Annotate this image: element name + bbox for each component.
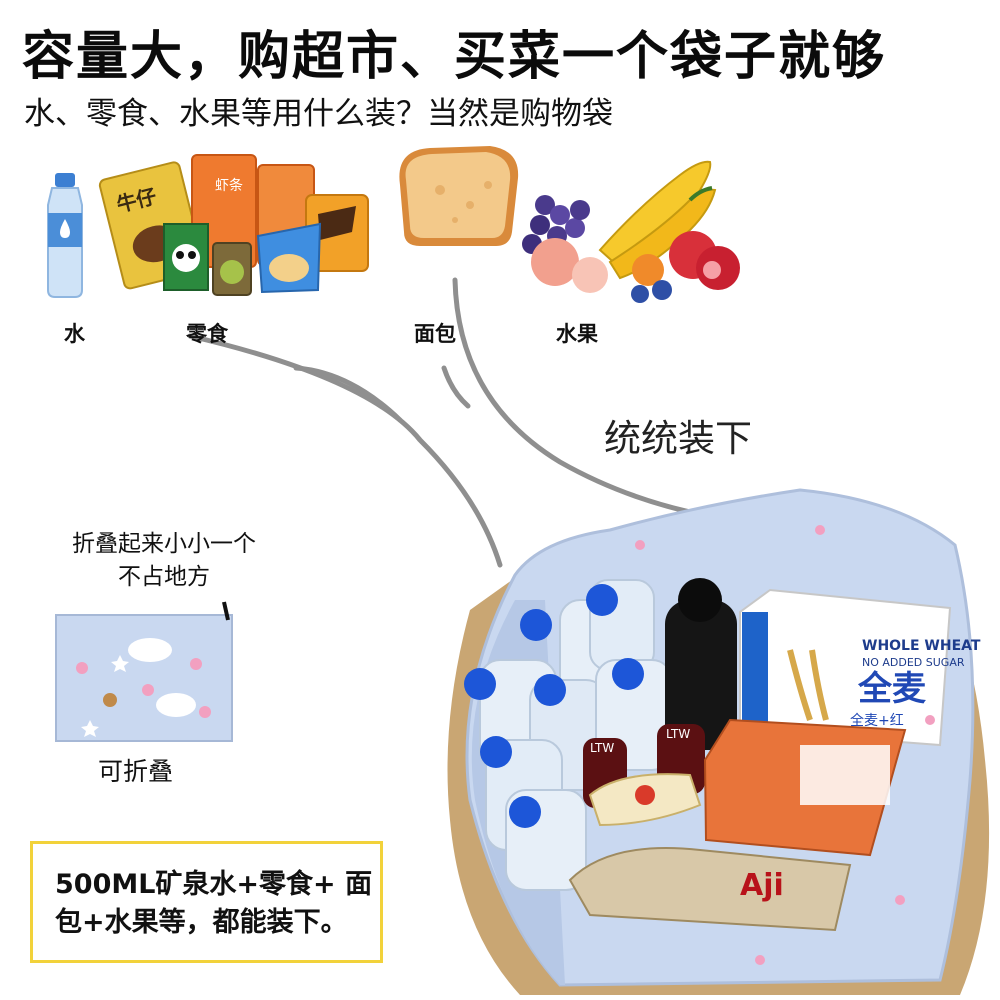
box-main-label: 全麦 — [857, 669, 926, 709]
snacks-label: 零食 — [186, 322, 228, 346]
snack-packet — [588, 773, 702, 827]
connector-lines — [187, 277, 693, 568]
shrimp-chip-label: 虾条 — [215, 177, 243, 194]
box-subtitle-text: NO ADDED SUGAR — [862, 656, 965, 669]
capacity-info-text: 500ML矿泉水+零食+ 面包+水果等，都能装下。 — [55, 869, 373, 938]
fruit-label: 水果 — [556, 322, 598, 346]
box-detail-label: 全麦+红 — [850, 712, 904, 729]
fits-everything-caption: 统统装下 — [604, 417, 752, 460]
bread-icon — [399, 146, 519, 246]
water-label: 水 — [64, 322, 85, 346]
bottle-label-left: LTW — [590, 741, 614, 755]
snacks-pile: 牛仔 虾条 — [98, 154, 369, 296]
water-bottle-icon — [47, 173, 83, 298]
foldable-caption: 可折叠 — [98, 757, 174, 786]
fold-description-line2: 不占地方 — [118, 564, 210, 590]
page-title: 容量大，购超市、买菜一个袋子就够 — [22, 27, 887, 87]
bottle-label-right: LTW — [666, 727, 690, 741]
water-bottles — [464, 579, 673, 891]
open-shopping-bag-image: LTW LTW WHOLE WHEAT NO ADDED SUGAR 全麦 全麦… — [447, 488, 990, 995]
page-subtitle: 水、零食、水果等用什么装？当然是购物袋 — [24, 96, 613, 132]
whole-wheat-box: WHOLE WHEAT NO ADDED SUGAR 全麦 全麦+红 — [739, 588, 981, 747]
box-brand-text: WHOLE WHEAT — [862, 638, 981, 654]
rice-bag: Aji — [568, 847, 852, 932]
fruit-pile — [522, 160, 740, 303]
orange-box — [703, 718, 907, 857]
fold-description: 折叠起来小小一个 不占地方 — [44, 528, 284, 594]
rice-bag-text: Aji — [740, 868, 784, 903]
capacity-info-box: 500ML矿泉水+零食+ 面包+水果等，都能装下。 — [30, 841, 383, 963]
fold-description-line1: 折叠起来小小一个 — [72, 531, 256, 557]
folded-bag-image — [55, 601, 233, 742]
bread-label: 面包 — [414, 322, 456, 346]
